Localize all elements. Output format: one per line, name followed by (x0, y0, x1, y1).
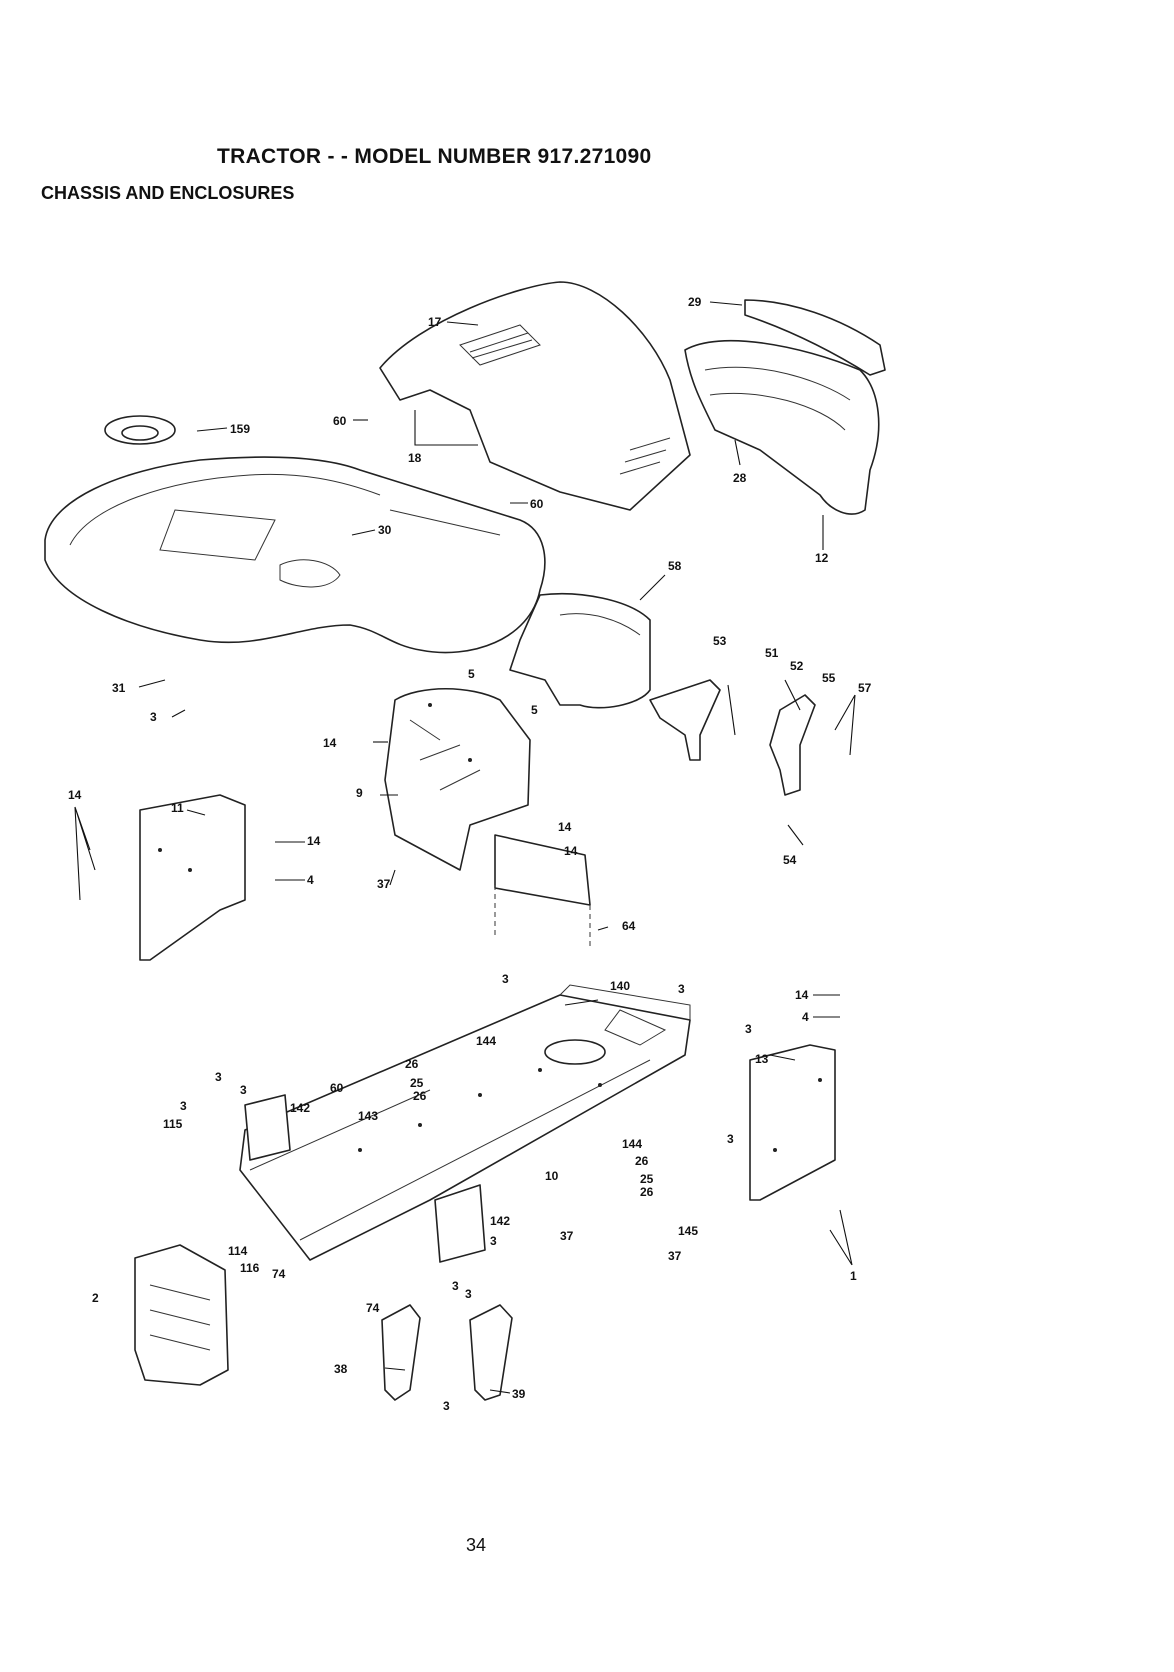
callout-115: 115 (163, 1117, 183, 1131)
callout-14: 14 (795, 988, 809, 1002)
callout-3: 3 (502, 972, 509, 986)
callout-142: 142 (490, 1214, 510, 1228)
callout-3: 3 (180, 1099, 187, 1113)
callout-60: 60 (330, 1081, 344, 1095)
callout-74: 74 (366, 1301, 380, 1315)
callout-3: 3 (150, 710, 157, 724)
callout-10: 10 (545, 1169, 559, 1183)
callout-26: 26 (413, 1089, 427, 1103)
callout-26: 26 (640, 1185, 654, 1199)
bracket-38-part (381, 1304, 421, 1401)
callout-145: 145 (678, 1224, 698, 1238)
bumper-part (744, 299, 886, 376)
callout-3: 3 (443, 1399, 450, 1413)
callout-9: 9 (356, 786, 363, 800)
callout-30: 30 (378, 523, 392, 537)
callout-25: 25 (640, 1172, 654, 1186)
callout-142: 142 (290, 1101, 310, 1115)
callout-14: 14 (307, 834, 321, 848)
callout-28: 28 (733, 471, 747, 485)
callout-14: 14 (323, 736, 337, 750)
callout-labels: 29 17 159 60 18 30 60 28 12 58 31 3 5 5 … (68, 295, 872, 1413)
callout-55: 55 (822, 671, 836, 685)
callout-37: 37 (560, 1229, 574, 1243)
bracket-55-part (769, 694, 816, 796)
callout-12: 12 (815, 551, 829, 565)
callout-116: 116 (240, 1261, 260, 1275)
bracket-142-lower-part (434, 1184, 486, 1263)
callout-2: 2 (92, 1291, 99, 1305)
callout-14: 14 (564, 844, 578, 858)
callout-26: 26 (635, 1154, 649, 1168)
callout-26: 26 (405, 1057, 419, 1071)
callout-4: 4 (802, 1010, 809, 1024)
callout-5: 5 (468, 667, 475, 681)
rear-panel-part (384, 688, 531, 871)
page-subtitle: CHASSIS AND ENCLOSURES (41, 183, 295, 203)
callout-64: 64 (622, 919, 636, 933)
callout-54: 54 (783, 853, 797, 867)
callout-144: 144 (476, 1034, 496, 1048)
callout-29: 29 (688, 295, 702, 309)
bracket-53-part (649, 679, 721, 761)
front-plate-part (134, 1244, 229, 1386)
callout-159: 159 (230, 422, 250, 436)
callout-74: 74 (272, 1267, 286, 1281)
callout-3: 3 (215, 1070, 222, 1084)
callout-60: 60 (333, 414, 347, 428)
callout-17: 17 (428, 315, 442, 329)
callout-38: 38 (334, 1362, 348, 1376)
bracket-39-part (469, 1304, 513, 1401)
callout-58: 58 (668, 559, 682, 573)
callout-3: 3 (452, 1279, 459, 1293)
battery-tray-part (494, 834, 591, 950)
callout-25: 25 (410, 1076, 424, 1090)
callout-3: 3 (678, 982, 685, 996)
right-side-panel-part (749, 1044, 836, 1201)
hood-part (379, 281, 691, 511)
callout-140: 140 (610, 979, 630, 993)
dash-part (104, 415, 176, 445)
page-title: TRACTOR - - MODEL NUMBER 917.271090 (217, 145, 652, 168)
callout-52: 52 (790, 659, 804, 673)
callout-31: 31 (112, 681, 126, 695)
page-number: 34 (466, 1535, 487, 1555)
callout-11: 11 (171, 801, 184, 815)
callout-39: 39 (512, 1387, 526, 1401)
seat-pan-part (509, 592, 651, 709)
callout-3: 3 (465, 1287, 472, 1301)
callout-1: 1 (850, 1269, 857, 1283)
callout-14: 14 (68, 788, 82, 802)
callout-4: 4 (307, 873, 314, 887)
callout-51: 51 (765, 646, 779, 660)
callout-53: 53 (713, 634, 727, 648)
callout-5: 5 (531, 703, 538, 717)
callout-3: 3 (240, 1083, 247, 1097)
callout-114: 114 (228, 1244, 248, 1258)
callout-143: 143 (358, 1109, 378, 1123)
callout-3: 3 (745, 1022, 752, 1036)
callout-57: 57 (858, 681, 872, 695)
bracket-142-part (244, 1094, 291, 1161)
callout-13: 13 (755, 1052, 769, 1066)
grille-part (684, 340, 880, 515)
callout-3: 3 (727, 1132, 734, 1146)
main-frame-part (239, 984, 691, 1261)
callout-18: 18 (408, 451, 422, 465)
callout-14: 14 (558, 820, 572, 834)
callout-37: 37 (377, 877, 391, 891)
left-side-panel-part (139, 794, 246, 961)
leader-lines (74, 301, 856, 1394)
callout-60: 60 (530, 497, 544, 511)
callout-3: 3 (490, 1234, 497, 1248)
callout-144: 144 (622, 1137, 642, 1151)
callout-37: 37 (668, 1249, 682, 1263)
fender-part (44, 456, 546, 654)
